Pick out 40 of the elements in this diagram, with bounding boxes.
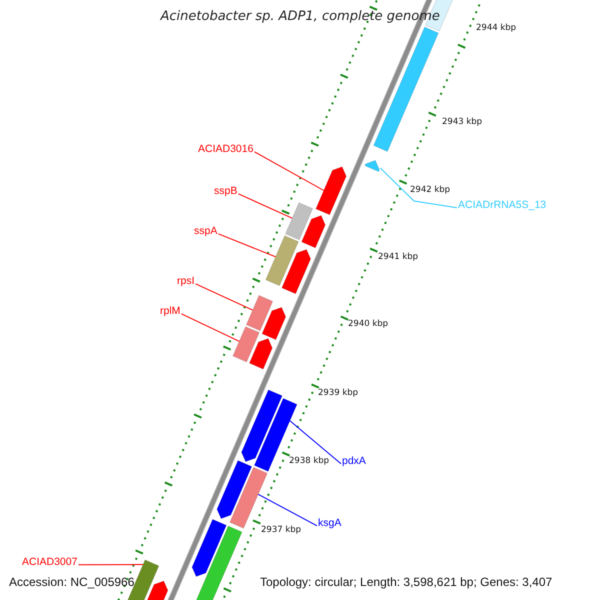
scale-label: 2944 kbp [476, 24, 516, 34]
leader-line [254, 151, 324, 191]
gene-label: ACIADrRNA5S_13 [458, 200, 546, 212]
gene-label: pdxA [342, 456, 366, 468]
gene-feature [232, 326, 260, 362]
gene-feature [241, 389, 283, 462]
scale-label: 2939 kbp [318, 389, 358, 398]
gene-feature [373, 26, 439, 152]
scale-label: 2937 kbp [261, 526, 302, 536]
gene-label: ACIAD3007 [22, 557, 78, 569]
summary-text: Topology: circular; Length: 3,598,621 bp; Genes: 3,407 [260, 576, 552, 590]
accession-text: Accession: NC_005966 [9, 576, 134, 590]
scale-label: 2938 kbp [289, 457, 330, 466]
gene-feature [265, 235, 299, 286]
gene-label: rplM [160, 306, 180, 318]
gene-feature [301, 215, 326, 248]
gene-feature [246, 295, 274, 332]
scale-label: 2942 kbp [410, 186, 450, 196]
gene-feature [315, 166, 347, 216]
gene-feature [281, 249, 311, 294]
scale-label: 2941 kbp [378, 253, 418, 262]
gene-feature [249, 338, 273, 370]
gene-label: rpsI [177, 276, 195, 288]
gene-feature [364, 160, 380, 172]
gene-feature [262, 306, 286, 340]
gene-feature [194, 526, 242, 600]
scale-label: 2940 kbp [348, 320, 388, 330]
gene-label: ACIAD3016 [198, 144, 254, 156]
gene-feature [285, 202, 314, 240]
scale-label: 2943 kbp [442, 118, 482, 128]
gene-label: ksgA [318, 518, 342, 530]
leader-line [380, 168, 458, 208]
leader-line [195, 283, 254, 311]
gene-label: sspB [214, 186, 238, 198]
leader-line [289, 420, 342, 464]
gene-feature [192, 518, 227, 577]
gene-label: sspA [194, 226, 218, 238]
leader-line [78, 564, 144, 566]
title: Acinetobacter sp. ADP1, complete genome [160, 10, 440, 24]
gene-feature [216, 460, 252, 519]
